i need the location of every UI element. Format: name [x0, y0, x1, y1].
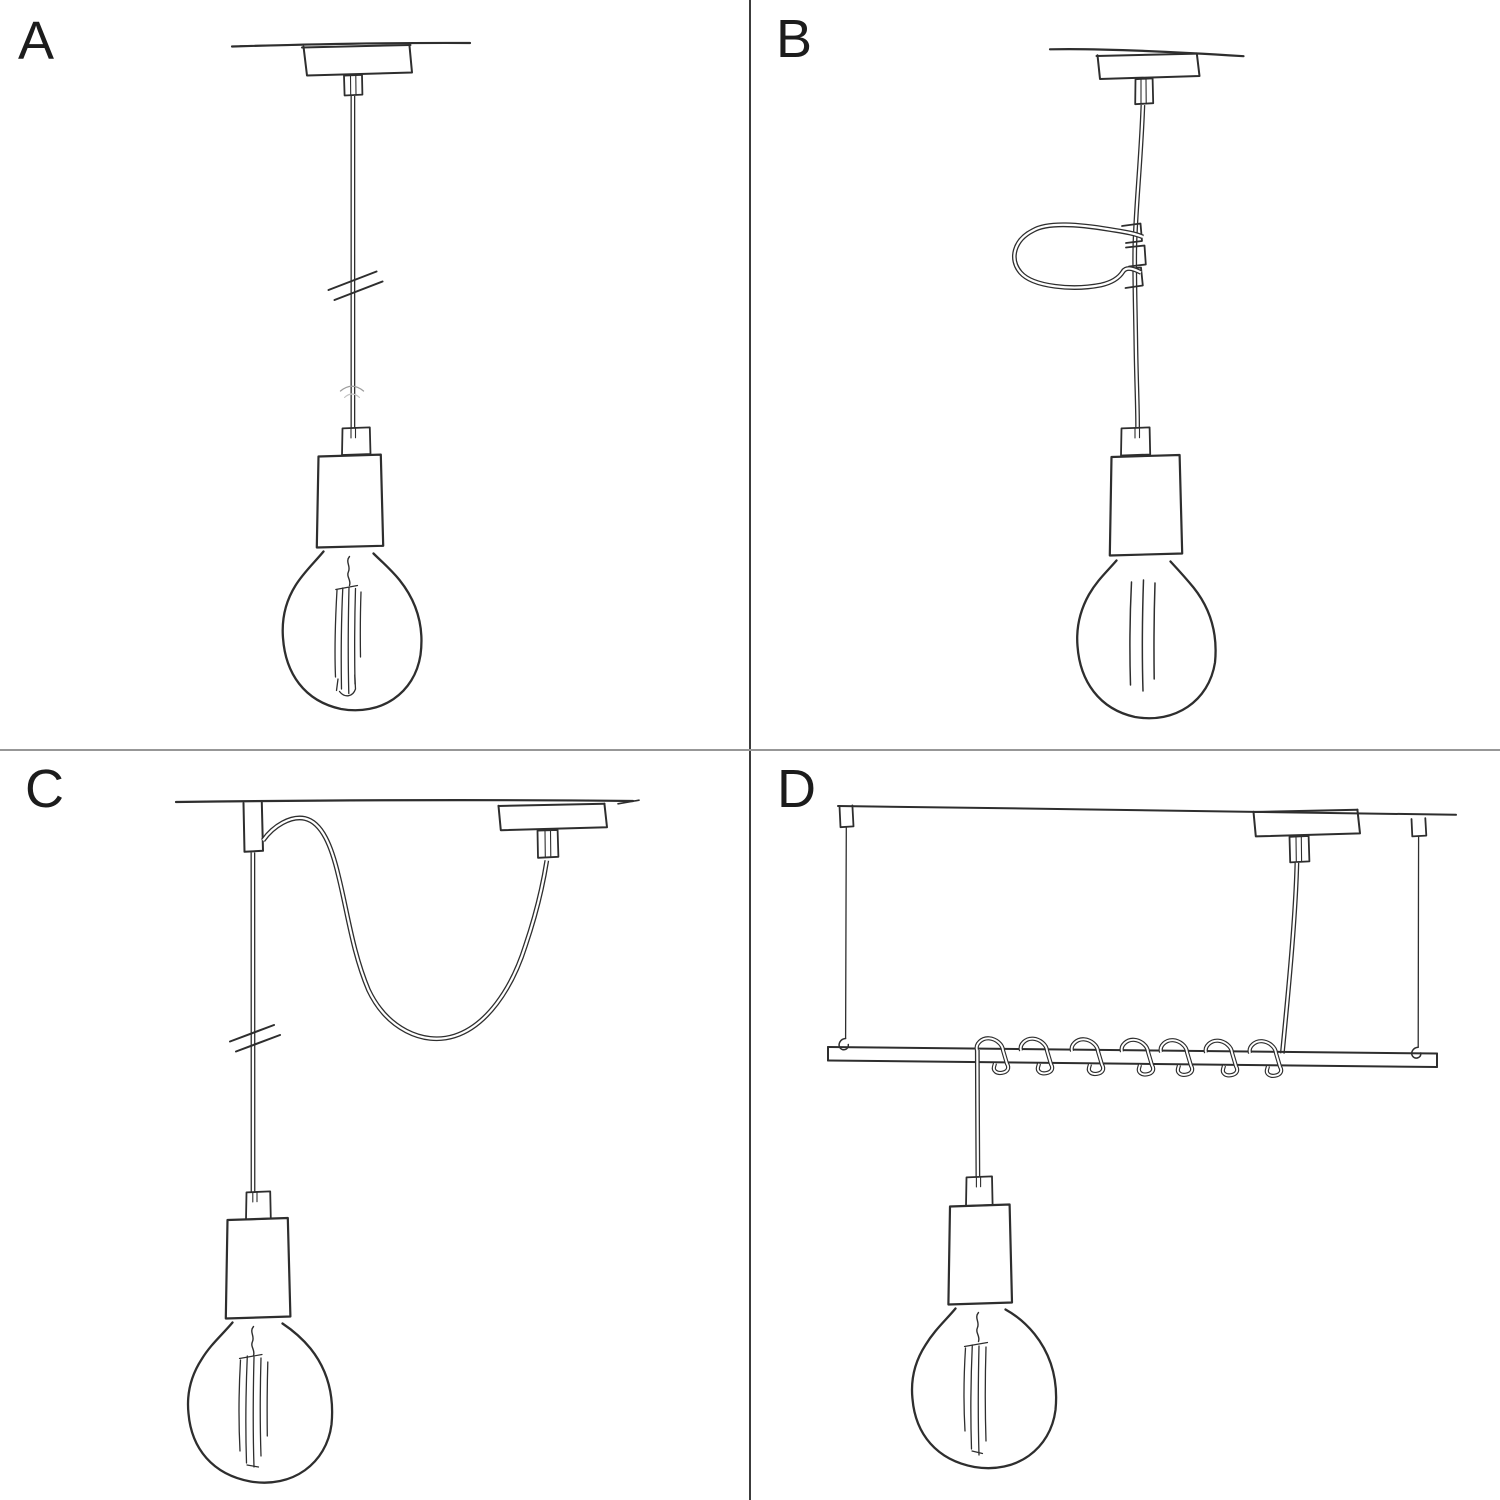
lamp-holder — [947, 1203, 1014, 1306]
suspension-bar — [827, 1046, 1438, 1068]
cable-grip — [536, 829, 560, 859]
bulb — [281, 550, 423, 712]
strain-relief — [245, 1190, 272, 1221]
cable-coils — [974, 1036, 1284, 1078]
lamp-holder — [315, 453, 385, 549]
ceiling-rose — [1095, 52, 1201, 80]
bulb-filament — [1129, 579, 1156, 692]
swag-cable — [261, 815, 550, 1042]
bulb — [910, 1307, 1058, 1470]
wall-mount-left — [838, 804, 855, 829]
pendant-drop-cable — [974, 1049, 981, 1178]
pendant-sketch-d — [827, 804, 1457, 1470]
ceiling-line — [837, 805, 1457, 816]
cable-break-mark — [229, 1024, 281, 1053]
ceiling-rose — [497, 802, 608, 832]
bulb-filament — [238, 1325, 269, 1468]
lamp-holder — [224, 1216, 292, 1320]
suspension-wire-right — [1410, 835, 1422, 1059]
suspension-wire-left — [838, 826, 850, 1051]
panel-label-c: C — [25, 759, 64, 819]
cable-grip — [1134, 77, 1155, 106]
strain-relief — [341, 426, 372, 456]
ceiling-line — [1048, 48, 1245, 58]
cable-grip — [343, 73, 364, 97]
bulb-filament — [334, 555, 362, 697]
pendant-sketch-c — [174, 799, 640, 1484]
ceiling-line — [174, 799, 640, 805]
strain-relief — [965, 1175, 994, 1207]
cable-break-mark — [327, 270, 384, 301]
cable-grip — [1288, 835, 1311, 864]
ceiling-rose — [1252, 808, 1361, 838]
panel-a: A — [0, 0, 750, 750]
pendant-sketch-b — [1012, 48, 1245, 720]
ceiling-rose — [301, 44, 413, 77]
wall-mount-right — [1410, 817, 1428, 838]
bulb — [1076, 559, 1217, 720]
canopy-cable — [1279, 862, 1300, 1054]
panel-c: C — [0, 750, 750, 1500]
pendant-sketch-a — [230, 41, 472, 712]
panel-label-a: A — [18, 11, 55, 71]
cable-length-mark — [339, 385, 365, 399]
panel-d: D — [750, 750, 1500, 1500]
panel-b: B — [750, 0, 1500, 750]
panel-label-b: B — [776, 9, 813, 69]
panel-label-d: D — [777, 759, 816, 819]
ceiling-hook — [242, 801, 264, 853]
strain-relief — [1120, 426, 1152, 457]
bulb-filament — [963, 1311, 989, 1456]
lamp-holder — [1108, 453, 1184, 557]
cable-loop — [1012, 222, 1144, 290]
pendant-cable — [1132, 104, 1146, 429]
panel-divider-horizontal — [0, 749, 1500, 751]
ceiling-line — [230, 41, 472, 48]
bulb — [186, 1321, 334, 1484]
